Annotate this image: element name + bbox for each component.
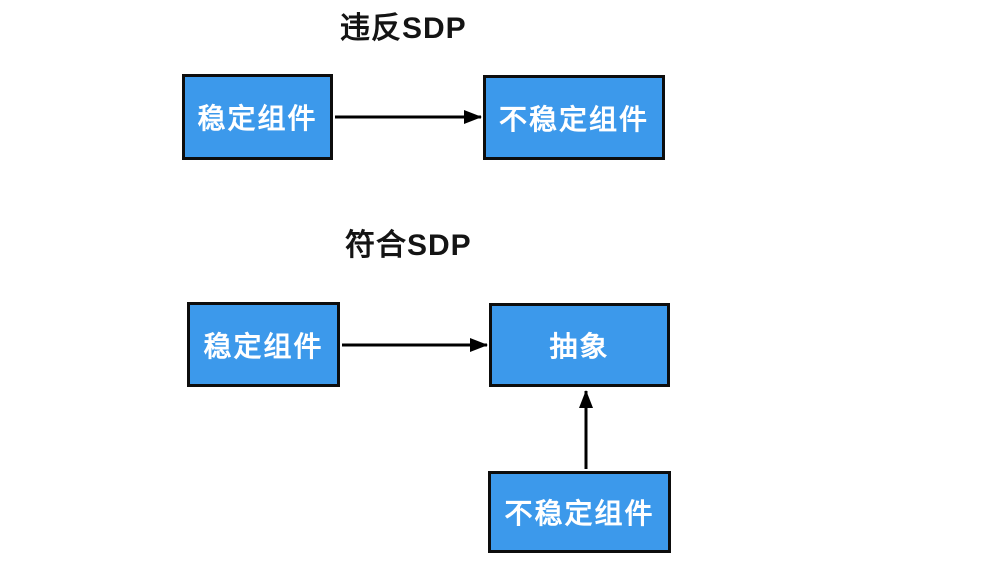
node-unstable-component-top: 不稳定组件 — [483, 75, 665, 160]
section-title-conforms-sdp: 符合SDP — [345, 229, 472, 262]
node-stable-component-bottom: 稳定组件 — [187, 302, 340, 387]
node-stable-component-top: 稳定组件 — [182, 74, 333, 160]
section-title-violates-sdp: 违反SDP — [340, 12, 467, 45]
node-unstable-component-bottom: 不稳定组件 — [488, 471, 671, 553]
node-abstraction: 抽象 — [489, 303, 670, 387]
